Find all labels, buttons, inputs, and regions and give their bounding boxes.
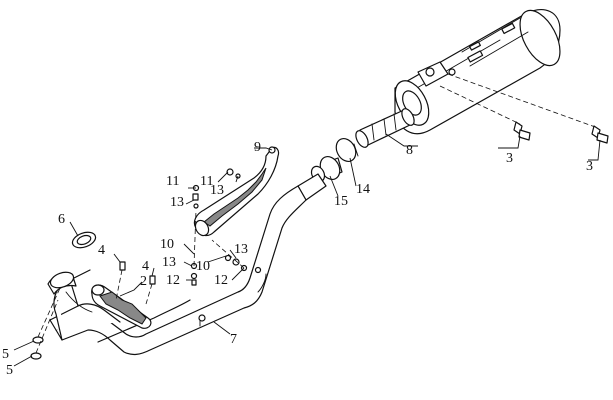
label-part-9: 9 xyxy=(254,140,261,155)
label-part-12-left: 12 xyxy=(166,273,180,288)
mount-line-left xyxy=(439,85,521,125)
label-part-3-left: 3 xyxy=(506,151,513,166)
label-part-11-right: 11 xyxy=(200,174,213,189)
label-part-4-left: 4 xyxy=(98,243,105,258)
label-part-5-bottom: 5 xyxy=(6,363,13,378)
label-part-6: 6 xyxy=(58,212,65,227)
gasket-6 xyxy=(71,231,97,249)
heat-shield-9 xyxy=(193,146,280,237)
label-part-13-top-left: 13 xyxy=(170,195,184,210)
bolts-4 xyxy=(115,261,156,305)
heat-shield-2 xyxy=(91,284,152,329)
bolt-3-left xyxy=(513,121,531,141)
label-part-12-right: 12 xyxy=(214,273,228,288)
label-part-3-right: 3 xyxy=(586,159,593,174)
gasket-14 xyxy=(335,137,359,163)
label-part-14: 14 xyxy=(356,182,370,197)
mount-line-right xyxy=(447,73,599,129)
label-part-4-right: 4 xyxy=(142,259,149,274)
label-part-13-mid-left: 13 xyxy=(162,255,176,270)
leader-lines xyxy=(13,133,601,367)
label-part-7: 7 xyxy=(230,332,237,347)
label-part-13-top-right: 13 xyxy=(210,183,224,198)
label-part-10-left: 10 xyxy=(160,237,174,252)
label-part-11-left: 11 xyxy=(166,174,179,189)
small-fasteners xyxy=(190,168,262,286)
nuts-5 xyxy=(30,287,61,360)
label-part-8: 8 xyxy=(406,143,413,158)
label-part-10-right: 10 xyxy=(196,259,210,274)
label-part-5-top: 5 xyxy=(2,347,9,362)
part-labels: 2 3 3 4 4 5 5 6 7 8 9 10 10 11 11 12 12 … xyxy=(2,140,593,378)
muffler xyxy=(355,9,561,148)
label-part-15: 15 xyxy=(334,194,348,209)
label-part-2: 2 xyxy=(140,274,147,289)
label-part-13-mid-right: 13 xyxy=(234,242,248,257)
exhaust-pipe xyxy=(47,173,327,356)
